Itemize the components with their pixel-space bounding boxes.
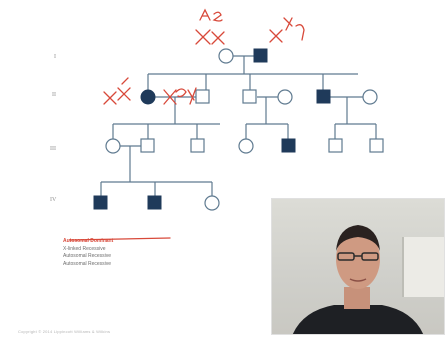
footer-copyright: Copyright © 2014 Lippincott Williams & W…: [18, 329, 111, 334]
legend-item-3: Autosomal Recessive: [63, 253, 112, 259]
legend-item-4: Autosomal Recessive: [63, 260, 112, 267]
legend-item-2: X-linked Recessive: [63, 245, 106, 252]
gen4-affected-male: [93, 195, 108, 210]
gen2-affected-male: [316, 89, 331, 104]
presenter-figure: [292, 225, 424, 334]
gen3-male: [140, 138, 155, 153]
gen3-male-4: [369, 138, 384, 153]
red-annotations: [69, 8, 305, 241]
gen2-male-2: [242, 89, 257, 104]
gen3-female: [105, 138, 121, 154]
generation-label-iv: IV: [50, 197, 57, 203]
webcam-overlay: [271, 198, 445, 335]
gen1-affected-male: [253, 48, 268, 63]
generation-label-iii: III: [50, 146, 56, 152]
gen2-female-spouse-2: [362, 89, 378, 105]
legend-item-1: Autosomal Dominant: [63, 238, 114, 244]
gen3-male-2: [190, 138, 205, 153]
gen1-female: [218, 48, 234, 64]
generation-label-ii: II: [52, 92, 56, 98]
legend: Autosomal Dominant X-linked Recessive Au…: [63, 238, 113, 268]
gen2-affected-female: [140, 89, 156, 105]
gen2-male: [195, 89, 210, 104]
webcam-window-light: [402, 237, 444, 297]
generation-label-i: I: [54, 54, 56, 60]
gen3-female-2: [238, 138, 254, 154]
gen2-female-spouse: [277, 89, 293, 105]
gen3-male-3: [328, 138, 343, 153]
gen4-affected-male-2: [147, 195, 162, 210]
gen4-female: [204, 195, 220, 211]
gen3-affected-male: [281, 138, 296, 153]
pedigree-lines: [100, 55, 377, 196]
